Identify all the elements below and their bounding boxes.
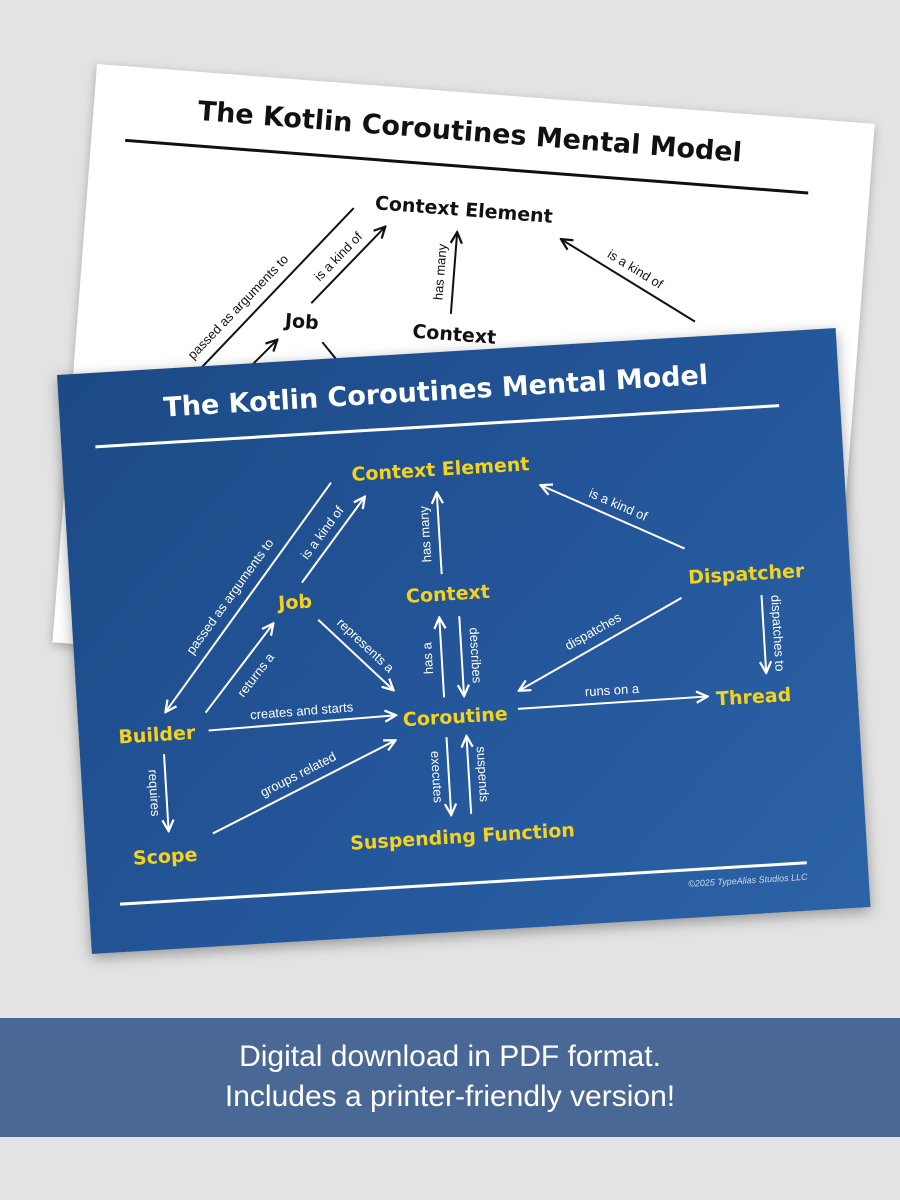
edge-arrow: [762, 594, 767, 673]
node-dispatcher: Dispatcher: [688, 560, 806, 589]
edge-label: executes: [428, 750, 446, 803]
edge-arrow: [517, 696, 708, 710]
edge-arrow: [212, 740, 401, 835]
edge-job-to-context-element: is a kind of: [310, 221, 386, 304]
node-job: Job: [276, 591, 313, 615]
edge-arrow: [204, 623, 278, 714]
edge-dispatcher-to-thread: dispatches to: [762, 594, 788, 673]
edge-dispatcher-to-context-element: is a kind of: [541, 477, 685, 550]
node-scope: Scope: [132, 844, 198, 870]
edge-builder-to-coroutine: creates and starts: [208, 699, 396, 732]
edge-dispatcher-to-coroutine: dispatches: [514, 596, 683, 691]
edge-label: passed as arguments to: [185, 252, 292, 363]
color-version-card: The Kotlin Coroutines Mental Model©2025 …: [57, 328, 871, 954]
edge-label: is a kind of: [587, 485, 650, 524]
edge-context-to-context-element: has many: [430, 230, 457, 314]
edge-arrow: [541, 477, 685, 550]
banner-line-2: Includes a printer-friendly version!: [224, 1080, 676, 1113]
printer-friendly-version-card: The Kotlin Coroutines Mental Model passed…: [52, 64, 875, 703]
copyright-text: ©2025 TypeAlias Studios LLC: [688, 872, 808, 889]
edge-job-to-context-element: is a kind of: [298, 497, 370, 584]
edge-dispatcher-to-context-element: is a kind of: [555, 239, 696, 323]
edge-context-to-coroutine: describes: [459, 616, 485, 696]
edge-arrow: [447, 737, 452, 815]
edge-coroutine-to-thread: runs on a: [517, 681, 708, 710]
edge-job-to-coroutine: represents a: [317, 615, 398, 695]
node-thread: Thread: [715, 684, 791, 710]
edge-arrow: [459, 616, 464, 696]
edge-coroutine-to-suspending-function: executes: [428, 737, 452, 816]
node-builder: Builder: [118, 722, 197, 749]
edge-label: has many: [416, 505, 434, 563]
bottom-rule: [119, 861, 807, 906]
edge-context-to-context-element: has many: [416, 492, 442, 575]
edge-label: dispatches: [562, 609, 624, 653]
edge-label: groups related: [258, 749, 339, 800]
edge-arrow: [301, 497, 370, 584]
edge-suspending-function-to-coroutine: suspends: [466, 735, 492, 814]
edge-label: suspends: [474, 746, 492, 803]
edge-builder-to-job: returns a: [204, 623, 278, 714]
edge-arrow: [208, 715, 396, 732]
diagram-color: The Kotlin Coroutines Mental Model©2025 …: [95, 360, 808, 906]
edge-label: has many: [430, 243, 449, 301]
diagram-printer-friendly: The Kotlin Coroutines Mental Model passed…: [125, 96, 809, 702]
edge-arrow: [437, 492, 442, 575]
node-context: Context: [412, 321, 497, 349]
edge-label: runs on a: [584, 681, 640, 699]
banner-line-1: Digital download in PDF format.: [239, 1040, 661, 1073]
edge-arrow: [555, 239, 696, 323]
title-underline: [125, 138, 809, 195]
title-underline: [95, 404, 780, 449]
edge-arrow: [164, 754, 169, 831]
edge-arrow: [466, 736, 471, 814]
edge-arrow: [514, 596, 683, 691]
edge-arrow: [451, 232, 457, 314]
edge-label: has a: [419, 641, 436, 674]
edge-arrow: [439, 617, 444, 698]
node-context-element: Context Element: [351, 453, 530, 486]
node-job: Job: [282, 310, 319, 335]
edge-scope-to-coroutine: groups related: [212, 740, 401, 835]
info-banner: Digital download in PDF format. Includes…: [0, 1018, 900, 1137]
edge-coroutine-to-context: has a: [419, 617, 444, 698]
edge-label: creates and starts: [250, 699, 355, 722]
edge-label: dispatches to: [768, 594, 788, 671]
edge-label: requires: [145, 769, 163, 817]
edge-label: returns a: [234, 649, 278, 699]
edge-arrow: [310, 221, 385, 304]
node-suspending-function: Suspending Function: [350, 819, 576, 854]
edge-builder-to-scope: requires: [145, 754, 169, 832]
node-context-element: Context Element: [374, 192, 553, 228]
node-coroutine: Coroutine: [402, 703, 508, 731]
diagram-title: The Kotlin Coroutines Mental Model: [197, 96, 743, 169]
node-context: Context: [405, 581, 490, 608]
edge-arrow: [152, 482, 332, 712]
edge-label: describes: [467, 627, 485, 684]
edge-arrow: [317, 618, 393, 694]
edge-label: represents a: [334, 615, 398, 676]
